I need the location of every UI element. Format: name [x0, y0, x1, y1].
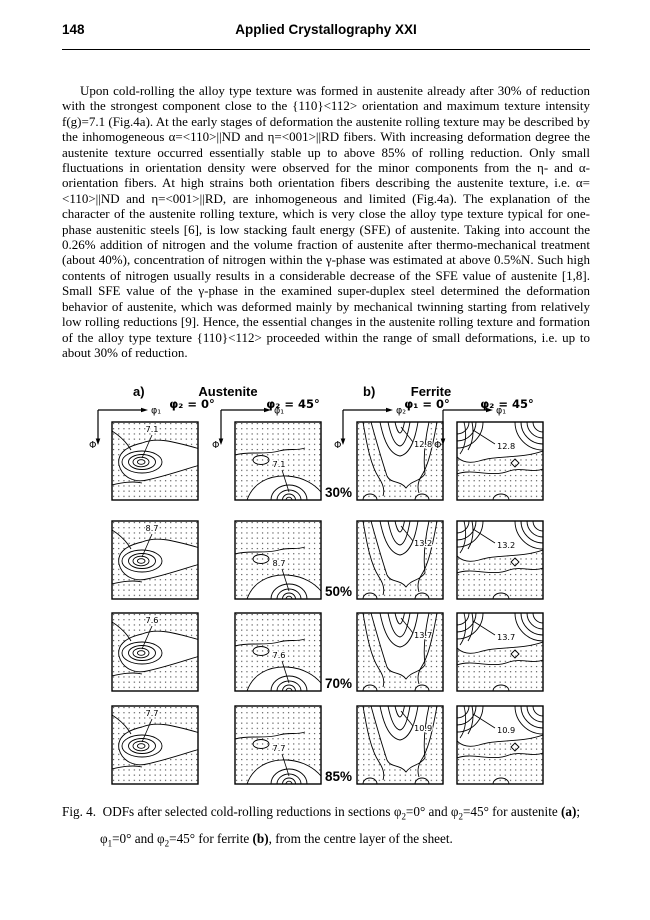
caption-segment: φ [100, 830, 108, 846]
caption-segment: 2 [401, 811, 406, 822]
caption-segment: =0° and φ [112, 830, 165, 846]
caption-segment: ; [576, 804, 581, 820]
h-axis-label: φ₂ [396, 406, 406, 417]
section-label: φ₂ = 0° [169, 397, 215, 412]
caption-segment: 2 [458, 811, 463, 822]
odf-plot: 8.7 [234, 520, 322, 601]
page-header: 148 Applied Crystallography XXI [62, 20, 590, 50]
odf-plot: 10.9 [456, 705, 544, 786]
section-label: φ₂ = 45° [480, 397, 534, 412]
reduction-label: 70% [325, 676, 353, 692]
figure-caption: Fig. 4. ODFs after selected cold-rolling… [62, 801, 628, 854]
peak-intensity-value: 7.7 [272, 743, 285, 753]
h-axis-label: φ₁ [274, 406, 284, 417]
odf-plot: φ₁ Φ 12.8 [434, 406, 544, 502]
odf-plot: 7.6 [234, 612, 322, 693]
odf-plot: 7.6 [111, 612, 199, 693]
peak-intensity-value: 7.1 [145, 424, 158, 434]
page-number: 148 [62, 22, 85, 37]
caption-segment: =0° and φ [405, 804, 459, 820]
odf-plot: 13.7 [356, 612, 444, 693]
peak-intensity-value: 7.6 [272, 650, 285, 660]
peak-intensity-value: 13.2 [497, 540, 515, 550]
peak-intensity-value: 13.2 [414, 538, 432, 548]
v-axis-label: Φ [212, 440, 219, 451]
peak-intensity-value: 8.7 [272, 558, 285, 568]
header-title: Applied Crystallography XXI [235, 22, 417, 37]
odf-plot: 13.2 [456, 520, 544, 601]
odf-plot: 13.2 [356, 520, 444, 601]
reduction-label: 30% [325, 485, 353, 501]
peak-intensity-value: 13.7 [414, 630, 432, 640]
odf-plot: 10.9 [356, 705, 444, 786]
caption-segment: (a) [561, 804, 577, 820]
peak-intensity-value: 7.1 [272, 459, 285, 469]
peak-intensity-value: 12.8 [414, 439, 432, 449]
caption-segment: 1 [107, 838, 113, 849]
reduction-label: 50% [325, 584, 353, 600]
peak-intensity-value: 12.8 [497, 441, 515, 451]
v-axis-label: Φ [334, 440, 341, 451]
peak-intensity-value: 8.7 [145, 523, 158, 533]
v-axis-label: Φ [89, 440, 96, 451]
caption-segment: (b) [252, 830, 269, 846]
h-axis-label: φ₁ [151, 406, 161, 417]
figure-part-a-title: Austenite [198, 384, 258, 400]
peak-intensity-value: 7.7 [145, 708, 158, 718]
caption-segment: =45° for ferrite [169, 830, 253, 846]
odf-plot: φ₁ Φ 7.1 [89, 406, 199, 502]
section-label: φ₁ = 0° [404, 397, 450, 412]
odf-plot: φ₁ Φ 7.1 [212, 406, 322, 502]
caption-segment: , from the centre layer of the sheet. [268, 830, 453, 846]
peak-intensity-value: 7.6 [145, 615, 158, 625]
figure-part-b-label: b) [363, 384, 376, 400]
odf-plot: 8.7 [111, 520, 199, 601]
caption-segment: Fig. 4. ODFs after selected cold-rolling… [62, 804, 402, 820]
peak-intensity-value: 10.9 [414, 723, 432, 733]
v-axis-label: Φ [434, 440, 441, 451]
body-paragraph: Upon cold-rolling the alloy type texture… [62, 83, 590, 360]
h-axis-label: φ₁ [496, 406, 506, 417]
figure-4-odf-grid: a) Austenite b) Ferrite φ₂ = 0° φ₂ = 45° φ₁ = … [88, 384, 558, 788]
peak-intensity-value: 10.9 [497, 725, 515, 735]
odf-plot: 7.7 [111, 705, 199, 786]
peak-intensity-value: 13.7 [497, 632, 515, 642]
figure-part-a-label: a) [133, 384, 145, 400]
odf-plot: 13.7 [456, 612, 544, 693]
reduction-label: 85% [325, 769, 353, 785]
caption-segment: =45° for austenite [462, 804, 562, 820]
figure-part-b-title: Ferrite [410, 384, 452, 400]
section-label: φ₂ = 45° [266, 397, 320, 412]
odf-plot: 7.7 [234, 705, 322, 786]
caption-segment: 2 [164, 838, 170, 849]
